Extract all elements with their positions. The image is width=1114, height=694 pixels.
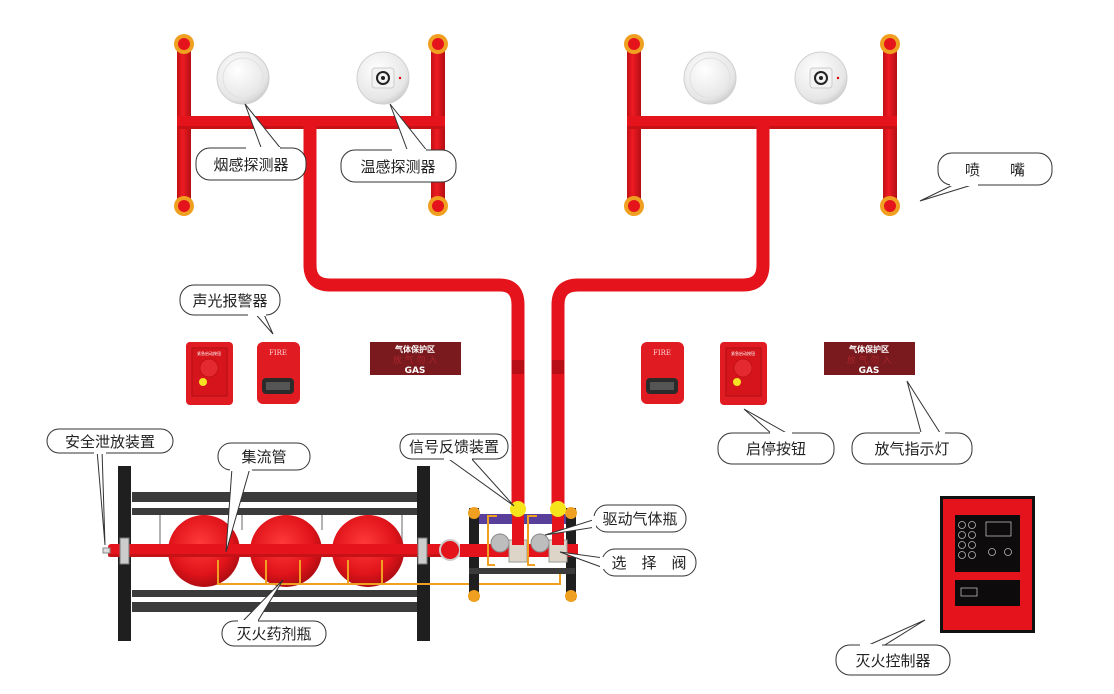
label-selector-valve: 选 择 阀 <box>611 554 686 572</box>
nozzle <box>624 34 644 54</box>
button-header-text: 紧急启动按钮 <box>731 350 755 356</box>
callout-controller: 灭火控制器 <box>835 619 951 676</box>
callout-manifold: 集流管 <box>217 442 311 553</box>
heat-detector-left <box>356 51 410 105</box>
sign-middle-text: 放 气 勿 入 <box>393 354 438 366</box>
manual-start-stop-button-right: 紧急启动按钮 <box>720 342 767 405</box>
signal-feedback-device-1 <box>510 501 526 517</box>
nozzle <box>174 34 194 54</box>
gas-release-indicator-left: 气体保护区 放 气 勿 入 GAS <box>370 342 461 376</box>
agent-cylinder-rack <box>102 466 561 641</box>
label-agent-cylinder: 灭火药剂瓶 <box>236 625 311 643</box>
callout-start-stop-button: 启停按钮 <box>717 408 835 465</box>
safety-relief-device <box>102 547 111 554</box>
smoke-detector-right <box>683 51 737 105</box>
pipe-left-branch <box>303 122 525 510</box>
sign-top-text: 气体保护区 <box>394 344 435 354</box>
nozzle <box>174 196 194 216</box>
nozzle <box>880 34 900 54</box>
callout-agent-cylinder: 灭火药剂瓶 <box>221 579 327 647</box>
callout-nozzle: 喷 嘴 <box>919 152 1053 202</box>
callout-signal-feedback: 信号反馈装置 <box>399 433 515 507</box>
smoke-detector-left <box>216 51 270 105</box>
label-sound-light-alarm: 声光报警器 <box>192 292 267 310</box>
sign-gas-text: GAS <box>859 366 880 376</box>
callout-heat-detector: 温感探测器 <box>340 103 457 183</box>
nozzle <box>624 196 644 216</box>
label-smoke-detector: 烟感探测器 <box>213 156 288 174</box>
alarm-fire-text: FIRE <box>653 349 671 357</box>
callout-smoke-detector: 烟感探测器 <box>195 103 307 181</box>
sign-gas-text: GAS <box>405 366 426 376</box>
label-manifold: 集流管 <box>241 448 286 466</box>
callout-drive-gas-cylinder: 驱动气体瓶 <box>544 504 687 536</box>
callout-sound-light-alarm: 声光报警器 <box>179 284 281 335</box>
selector-valve-assembly <box>460 501 578 602</box>
callout-selector-valve: 选 择 阀 <box>559 548 697 577</box>
right-zone-piping <box>512 34 900 510</box>
label-drive-gas-cylinder: 驱动气体瓶 <box>602 510 677 528</box>
alarm-fire-text: FIRE <box>269 349 287 357</box>
controller-lower-panel <box>955 580 1020 606</box>
pipe-right-branch <box>551 122 770 510</box>
label-controller: 灭火控制器 <box>855 652 930 670</box>
sign-top-text: 气体保护区 <box>848 344 889 354</box>
manual-start-stop-button-left: 紧急启动按钮 <box>186 342 233 405</box>
heat-detector-right <box>794 51 848 105</box>
fire-suppression-controller <box>940 496 1035 633</box>
drive-gas-cylinder-1 <box>490 533 510 553</box>
label-heat-detector: 温感探测器 <box>360 158 435 176</box>
label-nozzle: 喷 嘴 <box>965 161 1025 179</box>
nozzle <box>428 196 448 216</box>
drive-gas-cylinder-2 <box>530 533 550 553</box>
sound-light-alarm-right: FIRE <box>641 342 684 404</box>
label-safety-relief: 安全泄放装置 <box>65 433 155 451</box>
callout-safety-relief: 安全泄放装置 <box>46 428 174 546</box>
gas-release-indicator-right: 气体保护区 放 气 勿 入 GAS <box>824 342 915 376</box>
label-start-stop-button: 启停按钮 <box>746 440 806 458</box>
signal-feedback-device-2 <box>550 501 566 517</box>
manifold-pipe <box>108 544 460 557</box>
nozzle <box>880 196 900 216</box>
nozzle <box>428 34 448 54</box>
sign-middle-text: 放 气 勿 入 <box>847 354 892 366</box>
label-signal-feedback: 信号反馈装置 <box>409 438 499 456</box>
sound-light-alarm-left: FIRE <box>257 342 300 404</box>
left-zone-piping <box>174 34 525 510</box>
label-release-indicator: 放气指示灯 <box>874 440 949 458</box>
callout-release-indicator: 放气指示灯 <box>851 380 973 465</box>
button-header-text: 紧急启动按钮 <box>197 350 221 356</box>
